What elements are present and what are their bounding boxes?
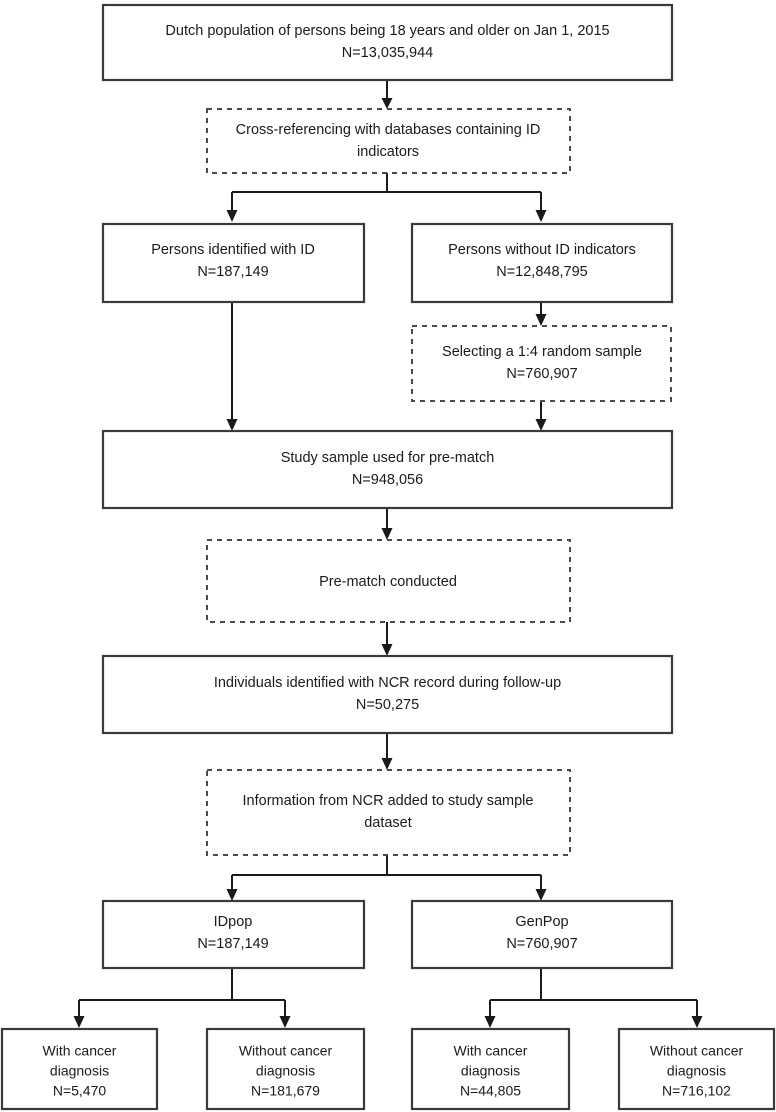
node-study-sample-line1: Study sample used for pre-match (281, 450, 495, 466)
node-pre-match[interactable]: Pre-match conducted (206, 539, 571, 623)
node-idpop[interactable]: IDpop N=187,149 (101, 899, 366, 970)
node-genpop-without-cancer-box (617, 1027, 776, 1111)
node-idpop-line2: N=187,149 (197, 936, 268, 952)
arrowhead-ncr-record (381, 644, 393, 656)
connector-layer (73, 80, 703, 1028)
node-genpop-without-cancer-line1: Without cancer (650, 1043, 744, 1059)
arrowhead-study-sample-left (226, 419, 238, 431)
arrowhead-random-sample (535, 314, 547, 326)
node-pre-match-line1: Pre-match conducted (319, 574, 457, 590)
node-genpop-without-cancer-line2: diagnosis (667, 1063, 726, 1079)
node-persons-with-id-box (101, 222, 366, 304)
arrowhead-ncr-added (381, 758, 393, 770)
node-idpop-box (101, 899, 366, 970)
node-idpop-line1: IDpop (214, 914, 253, 930)
node-genpop-with-cancer-line3: N=44,805 (460, 1083, 521, 1099)
node-cross-referencing-box (206, 108, 571, 174)
node-genpop-with-cancer-box (410, 1027, 571, 1111)
node-persons-without-id-box (410, 222, 674, 304)
node-cross-referencing[interactable]: Cross-referencing with databases contain… (206, 108, 571, 174)
connector-ncradded-split (231, 855, 542, 890)
node-persons-without-id[interactable]: Persons without ID indicators N=12,848,7… (410, 222, 674, 304)
node-persons-with-id-line1: Persons identified with ID (151, 242, 315, 258)
node-ncr-added-line1: Information from NCR added to study samp… (243, 793, 534, 809)
arrowhead-idpop-without-cancer (279, 1016, 291, 1028)
node-random-sample-line2: N=760,907 (506, 366, 577, 382)
node-idpop-without-cancer-line1: Without cancer (239, 1043, 333, 1059)
node-idpop-without-cancer-line3: N=181,679 (251, 1083, 320, 1099)
node-persons-without-id-line2: N=12,848,795 (496, 264, 588, 280)
node-genpop-line2: N=760,907 (506, 936, 577, 952)
node-source-population-box (101, 3, 674, 82)
arrowhead-persons-with-id (226, 210, 238, 222)
node-random-sample[interactable]: Selecting a 1:4 random sample N=760,907 (411, 325, 672, 402)
node-idpop-with-cancer-line2: diagnosis (50, 1063, 109, 1079)
node-ncr-added[interactable]: Information from NCR added to study samp… (206, 769, 571, 856)
node-ncr-record[interactable]: Individuals identified with NCR record d… (101, 654, 674, 735)
node-genpop-box (410, 899, 674, 970)
arrowhead-genpop (535, 889, 547, 901)
node-persons-with-id-line2: N=187,149 (197, 264, 268, 280)
node-idpop-without-cancer-box (205, 1027, 366, 1111)
node-genpop[interactable]: GenPop N=760,907 (410, 899, 674, 970)
node-study-sample-line2: N=948,056 (352, 472, 423, 488)
node-cross-referencing-line2: indicators (357, 144, 419, 160)
node-pre-match-box (206, 539, 571, 623)
node-ncr-record-line2: N=50,275 (356, 697, 419, 713)
node-genpop-without-cancer[interactable]: Without cancer diagnosis N=716,102 (617, 1027, 776, 1111)
node-idpop-with-cancer-line1: With cancer (43, 1043, 117, 1059)
node-random-sample-line1: Selecting a 1:4 random sample (442, 344, 642, 360)
node-genpop-without-cancer-line3: N=716,102 (662, 1083, 731, 1099)
arrowhead-genpop-with-cancer (484, 1016, 496, 1028)
arrowhead-genpop-without-cancer (691, 1016, 703, 1028)
arrowhead-study-sample-right (535, 419, 547, 431)
node-genpop-with-cancer-line2: diagnosis (461, 1063, 520, 1079)
node-genpop-with-cancer-line1: With cancer (454, 1043, 528, 1059)
node-genpop-with-cancer[interactable]: With cancer diagnosis N=44,805 (410, 1027, 571, 1111)
node-source-population[interactable]: Dutch population of persons being 18 yea… (101, 3, 674, 82)
node-ncr-record-box (101, 654, 674, 735)
node-ncr-record-line1: Individuals identified with NCR record d… (214, 675, 561, 691)
arrowhead-idpop (226, 889, 238, 901)
arrowhead-idpop-with-cancer (73, 1016, 85, 1028)
node-persons-without-id-line1: Persons without ID indicators (448, 242, 636, 258)
node-source-population-line1: Dutch population of persons being 18 yea… (165, 23, 609, 39)
connector-crossref-split (231, 173, 542, 212)
arrowhead-crossref (381, 98, 393, 109)
node-study-sample[interactable]: Study sample used for pre-match N=948,05… (101, 429, 674, 510)
arrowhead-persons-without-id (535, 210, 547, 222)
connector-genpop-split (489, 968, 698, 1017)
node-ncr-added-box (206, 769, 571, 856)
node-ncr-added-line2: dataset (364, 815, 412, 831)
node-random-sample-box (411, 325, 672, 402)
node-source-population-line2: N=13,035,944 (342, 45, 434, 61)
node-idpop-without-cancer[interactable]: Without cancer diagnosis N=181,679 (205, 1027, 366, 1111)
node-idpop-with-cancer-line3: N=5,470 (53, 1083, 107, 1099)
connector-idpop-split (78, 968, 286, 1017)
arrowhead-prematch (381, 528, 393, 540)
node-cross-referencing-line1: Cross-referencing with databases contain… (236, 122, 541, 138)
node-idpop-without-cancer-line2: diagnosis (256, 1063, 315, 1079)
node-study-sample-box (101, 429, 674, 510)
node-idpop-with-cancer-box (0, 1027, 159, 1111)
node-genpop-line1: GenPop (515, 914, 568, 930)
node-idpop-with-cancer[interactable]: With cancer diagnosis N=5,470 (0, 1027, 159, 1111)
node-persons-with-id[interactable]: Persons identified with ID N=187,149 (101, 222, 366, 304)
